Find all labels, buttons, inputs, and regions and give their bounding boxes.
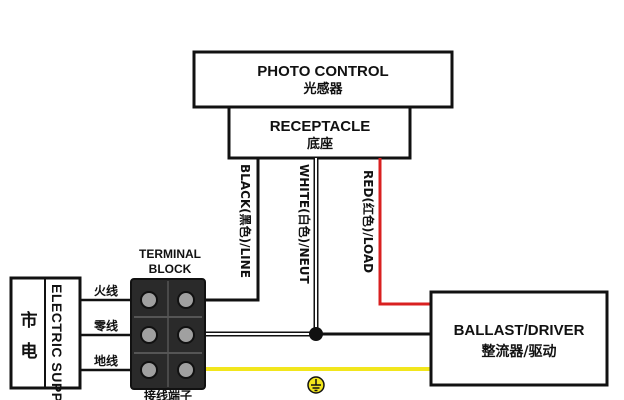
white-wire-label: WHITE(白色)/NEUT	[297, 164, 312, 284]
black-wire	[205, 158, 260, 302]
photo-control-title: PHOTO CONTROL	[257, 63, 388, 80]
junction-dot-icon	[309, 327, 323, 341]
photo-control-box: PHOTO CONTROL 光感器	[192, 50, 454, 109]
ballast-box: BALLAST/DRIVER 整流器/驱动	[429, 290, 609, 387]
fire-wire-label: 火线	[94, 283, 118, 298]
electric-supply-cn-2: 电	[21, 341, 38, 362]
terminal-block: TERMINAL BLOCK 接线端子	[130, 247, 206, 400]
receptacle-title: RECEPTACLE	[270, 118, 371, 135]
receptacle-box: RECEPTACLE 底座	[227, 105, 412, 160]
ground-wire-label: 地线	[94, 353, 118, 368]
black-wire-label: BLACK(黑色)/LINE	[238, 164, 253, 278]
terminal-block-bottom-label: 接线端子	[144, 388, 192, 400]
red-wire	[378, 158, 431, 306]
electric-supply-box: 市 电 ELECTRIC SUPPLY	[9, 276, 82, 400]
electric-supply-en: ELECTRIC SUPPLY	[49, 284, 65, 400]
red-wire-label: RED(红色)/LOAD	[361, 170, 376, 273]
ballast-subtitle: 整流器/驱动	[480, 343, 556, 360]
screw-terminals	[140, 291, 195, 379]
ballast-title: BALLAST/DRIVER	[454, 322, 585, 339]
receptacle-subtitle: 底座	[307, 136, 333, 152]
electric-supply-cn-1: 市	[21, 310, 38, 331]
earth-ground-icon	[307, 376, 325, 394]
zero-wire-label: 零线	[93, 318, 118, 333]
terminal-block-title-1: TERMINAL	[139, 247, 201, 261]
terminal-block-title-2: BLOCK	[149, 262, 192, 276]
photo-control-subtitle: 光感器	[302, 81, 343, 97]
